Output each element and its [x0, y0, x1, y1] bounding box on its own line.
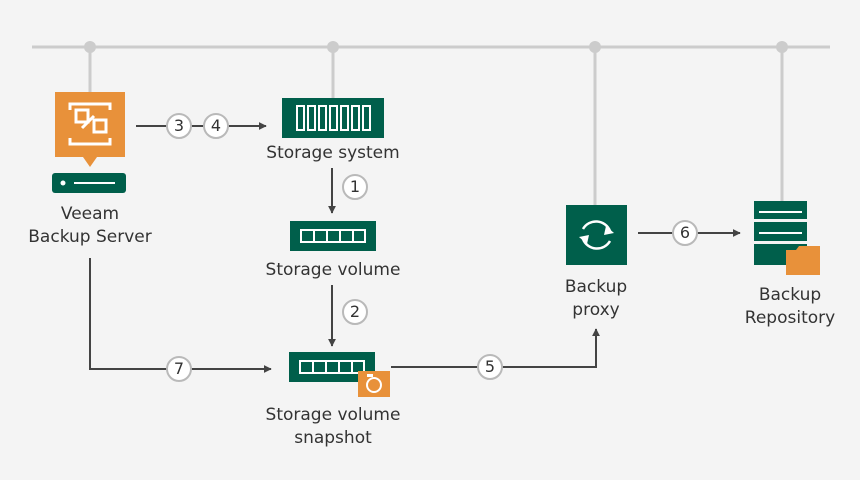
step-badge-7: 7: [166, 356, 192, 382]
storage-array-icon: [282, 98, 384, 138]
storage-system-label: Storage system: [266, 143, 400, 163]
snapshot-camera-icon: [358, 371, 390, 397]
step-badge-6: 6: [672, 220, 698, 246]
server-chassis-icon: [52, 173, 126, 193]
storage-volume-icon: [290, 221, 376, 251]
step-badge-3: 3: [166, 113, 192, 139]
snapshot-volume-icon: [289, 352, 375, 382]
step-badge-2: 2: [342, 299, 368, 325]
network-bus: [32, 41, 830, 206]
backup-repository-label: Backup Repository: [744, 285, 836, 328]
storage-volume-label: Storage volume: [265, 260, 401, 280]
backup-server-label: Veeam Backup Server: [28, 204, 152, 247]
bus-node-storage: [327, 41, 339, 53]
arrow-server-to-snapshot: [89, 258, 272, 373]
sync-arrows-icon: [566, 205, 627, 265]
snapshot-label: Storage volume snapshot: [265, 405, 401, 448]
arrow-snapshot-to-proxy: [391, 328, 600, 368]
step-badge-4: 4: [203, 113, 229, 139]
bus-node-repository: [776, 41, 788, 53]
backup-proxy-label: Backup proxy: [564, 277, 628, 320]
step-badge-1: 1: [342, 174, 368, 200]
bus-node-server: [84, 41, 96, 53]
flow-arrows: [89, 122, 741, 373]
veeam-logo-icon: [55, 92, 125, 167]
folder-icon: [786, 246, 820, 275]
bus-node-proxy: [589, 41, 601, 53]
step-badge-5: 5: [477, 354, 503, 380]
